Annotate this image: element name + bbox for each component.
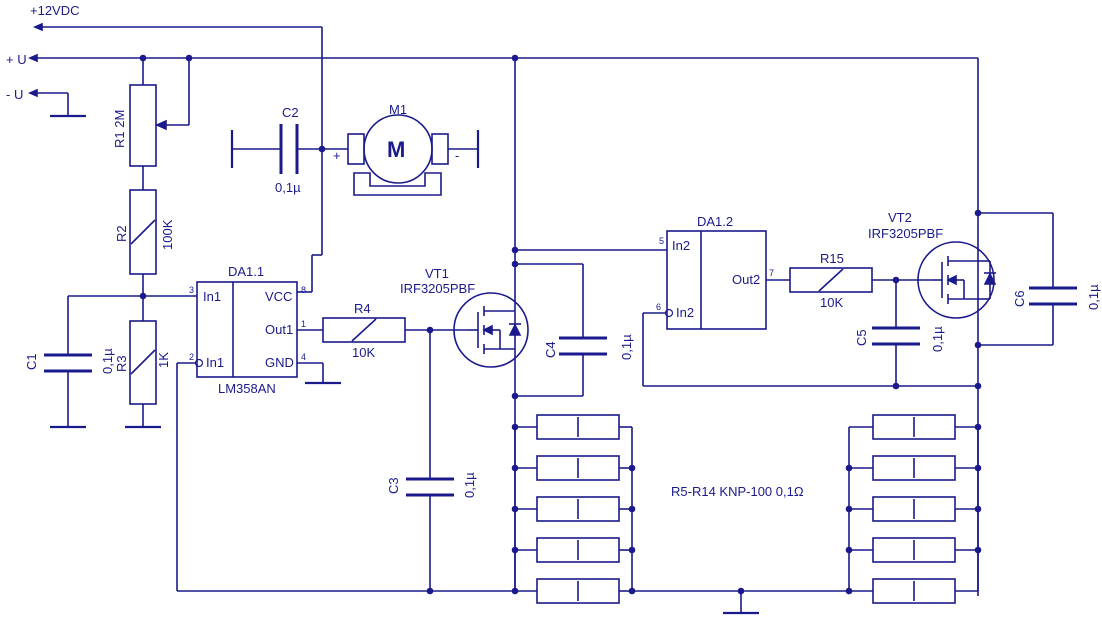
c1-value: 0,1µ [100, 348, 115, 374]
c3-capacitor [406, 330, 454, 591]
c5-capacitor [872, 280, 920, 386]
vt2-part: IRF3205PBF [868, 226, 943, 241]
da11-in1: In1 [203, 289, 221, 304]
da11-pin8: 8 [301, 285, 306, 295]
r4-resistor [322, 317, 468, 343]
vt1-ref: VT1 [425, 266, 449, 281]
da11-pin3: 3 [189, 285, 194, 295]
m1-minus: - [455, 148, 459, 163]
r2-ref: R2 [114, 225, 129, 242]
r4-value: 10K [352, 345, 375, 360]
da12-in2-inv: In2 [676, 305, 694, 320]
da11-in1-inv: In1 [206, 355, 224, 370]
r1-potentiometer [129, 58, 190, 167]
rail-12vdc [32, 22, 323, 293]
c3-ref: C3 [386, 477, 401, 494]
junction-dots [139, 54, 982, 595]
c1-ref: C1 [24, 353, 39, 370]
rail-minus-u-label: - U [6, 87, 23, 102]
rail-plus-u-label: + U [6, 52, 27, 67]
da12-ref: DA1.2 [697, 214, 733, 229]
r2-value: 100K [160, 219, 175, 250]
da11-ref: DA1.1 [228, 264, 264, 279]
c2-ref: C2 [282, 105, 299, 120]
rail-12vdc-label: +12VDC [30, 3, 80, 18]
vt2-mosfet [917, 241, 997, 319]
m1-ref: M1 [389, 102, 407, 117]
c2-value: 0,1µ [275, 180, 301, 195]
da11-pin2: 2 [189, 352, 194, 362]
r15-resistor [789, 267, 934, 293]
c5-ref: C5 [854, 329, 869, 346]
c1-capacitor [44, 353, 92, 373]
da12-pin5: 5 [659, 236, 664, 246]
da12-out2: Out2 [732, 272, 760, 287]
r4-ref: R4 [354, 301, 371, 316]
r3-value: 1K [156, 352, 171, 368]
shunt-bank-left [514, 414, 633, 604]
c5-value: 0,1µ [930, 326, 945, 352]
rail-plus-u [27, 53, 979, 596]
m1-motor [347, 114, 480, 196]
rail-minus-u [27, 88, 86, 118]
c6-ref: C6 [1012, 290, 1027, 307]
r15-value: 10K [820, 295, 843, 310]
da12-pin7: 7 [769, 268, 774, 278]
shunt-bank-right [848, 414, 979, 604]
vt2-ref: VT2 [888, 210, 912, 225]
c6-value: 0,1µ [1086, 284, 1101, 310]
vt1-part: IRF3205PBF [400, 281, 475, 296]
c3-value: 0,1µ [462, 472, 477, 498]
c4-value: 0,1µ [619, 334, 634, 360]
c4-ref: C4 [543, 341, 558, 358]
da11-vcc: VCC [265, 289, 292, 304]
r1-label: R1 2M [112, 110, 127, 148]
m1-symbol: M [387, 137, 405, 162]
c2-capacitor [230, 124, 348, 174]
shunts-label: R5-R14 KNP-100 0,1Ω [671, 484, 804, 499]
common-ground [632, 590, 849, 615]
da11-opamp [176, 281, 515, 592]
r3-resistor [129, 320, 157, 405]
da12-opamp [515, 230, 978, 387]
r2-resistor [129, 189, 157, 275]
c6-capacitor [978, 212, 1077, 346]
c4-capacitor [515, 263, 607, 397]
da12-pin6: 6 [656, 302, 661, 312]
m1-plus: + [333, 148, 341, 163]
da12-in2: In2 [672, 238, 690, 253]
da11-out1: Out1 [265, 322, 293, 337]
r3-ref: R3 [114, 355, 129, 372]
da11-pin1: 1 [301, 319, 306, 329]
da11-part: LM358AN [218, 381, 276, 396]
da11-gnd: GND [265, 355, 294, 370]
da11-pin4: 4 [301, 352, 306, 362]
r15-ref: R15 [820, 251, 844, 266]
